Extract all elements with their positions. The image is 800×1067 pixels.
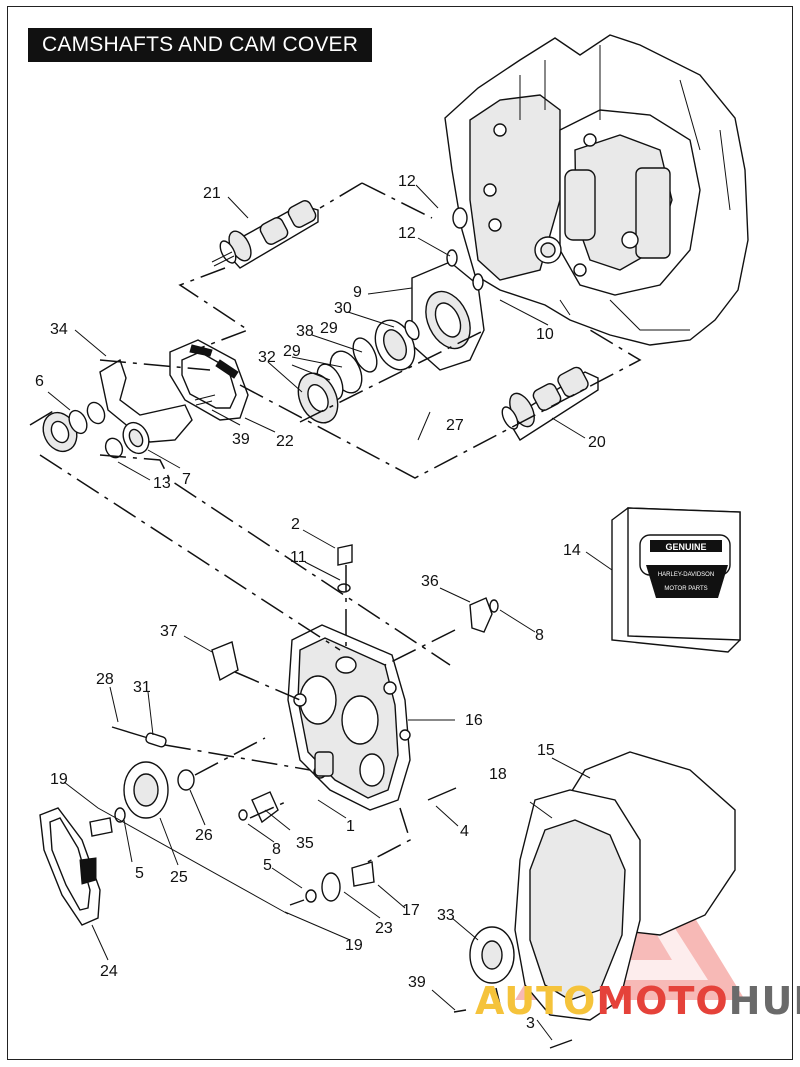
callout-17: 17 xyxy=(402,902,420,919)
diagram-border xyxy=(7,6,793,1060)
callout-1: 1 xyxy=(346,818,355,835)
callout-35: 35 xyxy=(296,835,314,852)
callout-8-upper: 8 xyxy=(535,627,544,644)
callout-16: 16 xyxy=(465,712,483,729)
callout-19-left: 19 xyxy=(50,771,68,788)
callout-20: 20 xyxy=(588,434,606,451)
front-camshaft xyxy=(501,366,599,441)
bearing-stack xyxy=(297,207,485,424)
diagram-title: CAMSHAFTS AND CAM COVER xyxy=(28,28,373,62)
cam-cover xyxy=(453,751,736,1049)
callout-30: 30 xyxy=(334,300,352,317)
callout-14: 14 xyxy=(563,542,581,559)
genuine-parts-box: GENUINE HARLEY-DAVIDSON MOTOR PARTS xyxy=(611,507,741,653)
callout-29-lower: 29 xyxy=(283,343,301,360)
callout-2: 2 xyxy=(291,516,300,533)
callout-5-lower: 5 xyxy=(263,857,272,874)
callout-31: 31 xyxy=(133,679,151,696)
primary-cam-chain xyxy=(39,807,101,926)
callout-37: 37 xyxy=(160,623,178,640)
callout-9: 9 xyxy=(353,284,362,301)
secondary-cam-chain xyxy=(169,339,249,421)
callout-12-lower: 12 xyxy=(398,225,416,242)
callout-6: 6 xyxy=(35,373,44,390)
callout-28: 28 xyxy=(96,671,114,688)
callout-21: 21 xyxy=(203,185,221,202)
leader-lines xyxy=(47,184,613,1041)
callout-5-left: 5 xyxy=(135,865,144,882)
brand-label: HARLEY-DAVIDSON xyxy=(658,572,714,578)
callout-22: 22 xyxy=(276,433,294,450)
chain-tensioner xyxy=(42,358,216,459)
callout-11: 11 xyxy=(290,549,307,566)
callout-33: 33 xyxy=(437,907,455,924)
cam-support-plate xyxy=(287,624,411,811)
callout-26: 26 xyxy=(195,827,213,844)
motor-parts-label: MOTOR PARTS xyxy=(664,586,707,592)
callout-3: 3 xyxy=(526,1015,535,1032)
callout-39-upper: 39 xyxy=(232,431,250,448)
callout-13: 13 xyxy=(153,475,171,492)
alignment-lines xyxy=(29,182,642,1006)
callout-10: 10 xyxy=(536,326,554,343)
callout-32: 32 xyxy=(258,349,276,366)
rear-camshaft xyxy=(211,200,319,269)
watermark-hub: HUB xyxy=(728,979,800,1023)
callout-25: 25 xyxy=(170,869,188,886)
callout-39-lower: 39 xyxy=(408,974,426,991)
callout-23: 23 xyxy=(375,920,393,937)
callout-18: 18 xyxy=(489,766,507,783)
callout-29-upper: 29 xyxy=(320,320,338,337)
watermark-moto: MOTO xyxy=(596,979,729,1023)
callout-27: 27 xyxy=(446,417,464,434)
watermark-auto: AUTO xyxy=(475,979,597,1023)
crankcase xyxy=(444,34,749,346)
callout-36: 36 xyxy=(421,573,439,590)
callout-34: 34 xyxy=(50,321,68,338)
callout-7: 7 xyxy=(182,471,191,488)
callout-24: 24 xyxy=(100,963,118,980)
watermark-text: AUTOMOTOHUB xyxy=(475,982,800,1020)
callout-4: 4 xyxy=(460,823,469,840)
genuine-label: GENUINE xyxy=(665,542,706,552)
callout-19-lower: 19 xyxy=(345,937,363,954)
callout-15: 15 xyxy=(537,742,555,759)
small-parts xyxy=(89,544,499,906)
callout-38: 38 xyxy=(296,323,314,340)
callout-numbers: 12 12 21 9 30 29 38 29 32 10 27 20 34 6 … xyxy=(35,173,606,1032)
callout-8-lower: 8 xyxy=(272,841,281,858)
callout-12-upper: 12 xyxy=(398,173,416,190)
